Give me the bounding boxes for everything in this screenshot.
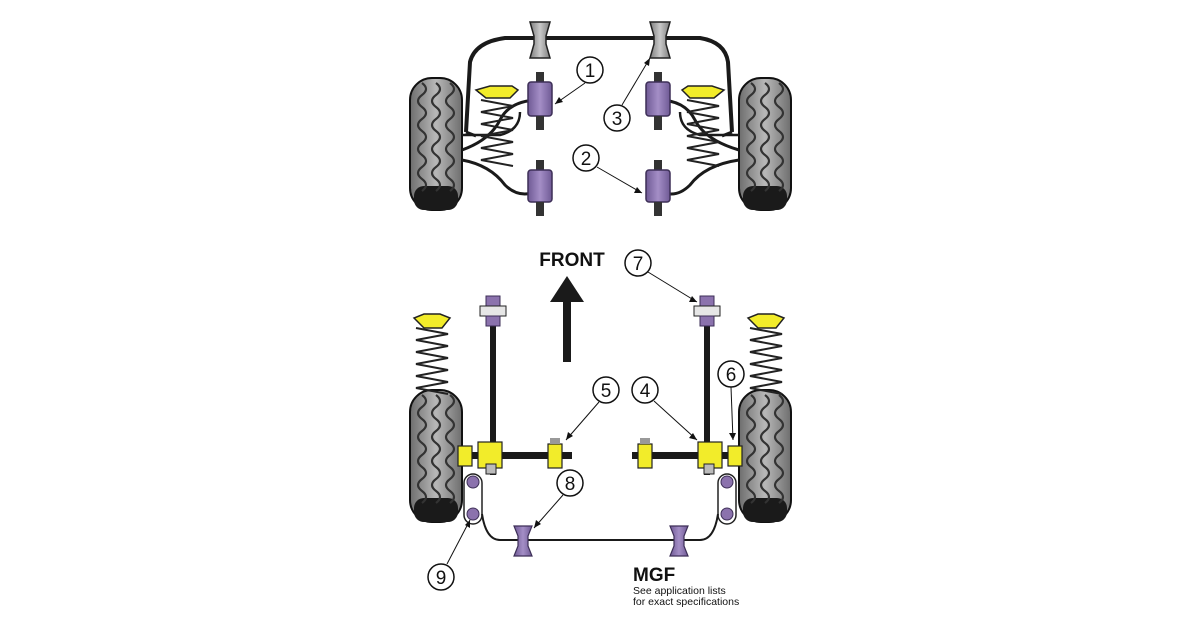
arm-bush-right-inner xyxy=(697,441,723,475)
callout-6: 6 xyxy=(717,360,745,441)
tyre-bottom-left xyxy=(409,389,463,523)
spring-bottom-left xyxy=(412,313,452,395)
callout-3: 3 xyxy=(603,57,651,132)
tyre-bottom-right xyxy=(738,389,792,523)
link-arm-top-left xyxy=(462,111,522,137)
callout-5: 5 xyxy=(565,376,620,441)
arm-bush-left-front xyxy=(547,438,563,469)
svg-text:7: 7 xyxy=(633,254,644,275)
svg-text:1: 1 xyxy=(585,61,596,82)
bush-top-left-lower xyxy=(527,160,553,216)
svg-text:5: 5 xyxy=(601,381,612,402)
bush-top-right-upper xyxy=(645,72,671,130)
model-note-line-2: for exact specifications xyxy=(633,596,740,608)
tie-bar-right xyxy=(704,325,710,475)
front-arrow-icon xyxy=(550,276,584,362)
svg-text:3: 3 xyxy=(612,109,623,130)
arm-bush-left-inner xyxy=(477,441,503,475)
lower-arm-right xyxy=(632,452,740,459)
svg-text:4: 4 xyxy=(640,381,651,402)
tie-bar-left xyxy=(490,325,496,475)
arb-bush-top-right xyxy=(649,21,671,59)
callout-8: 8 xyxy=(533,469,584,529)
arb-bush-bottom-right xyxy=(669,525,689,557)
tie-bar-bush-left xyxy=(479,295,507,327)
svg-text:6: 6 xyxy=(726,365,737,386)
callout-4: 4 xyxy=(631,376,698,441)
arb-bush-bottom-left xyxy=(513,525,533,557)
front-label: FRONT xyxy=(539,250,605,271)
model-note: See application lists for exact specific… xyxy=(633,586,803,608)
tyre-top-left xyxy=(409,77,463,211)
callout-2: 2 xyxy=(572,144,643,194)
bush-top-right-lower xyxy=(645,160,671,216)
callout-7: 7 xyxy=(624,249,698,303)
callout-1: 1 xyxy=(554,56,604,105)
svg-text:2: 2 xyxy=(581,149,592,170)
spring-top-right xyxy=(680,85,726,167)
model-title: MGF xyxy=(633,565,676,586)
anti-roll-bar-bottom xyxy=(481,513,719,541)
svg-text:9: 9 xyxy=(436,568,447,589)
tie-bar-bush-right xyxy=(693,295,721,327)
arm-bush-right-outer xyxy=(727,445,743,467)
svg-text:8: 8 xyxy=(565,474,576,495)
tyre-top-right xyxy=(738,77,792,211)
drop-link-bottom-left xyxy=(463,473,483,525)
lower-arm-left xyxy=(462,452,572,459)
callout-9: 9 xyxy=(427,519,471,591)
anti-roll-bar-top xyxy=(464,36,734,133)
spring-bottom-right xyxy=(746,313,786,395)
arm-bush-right-front xyxy=(637,438,653,469)
arm-bush-left-outer xyxy=(457,445,473,467)
spring-top-left xyxy=(474,85,520,167)
arb-bush-top-left xyxy=(529,21,551,59)
drop-link-bottom-right xyxy=(717,473,737,525)
link-arm-top-right xyxy=(678,111,739,137)
bush-top-left-upper xyxy=(527,72,553,130)
model-note-line-1: See application lists xyxy=(633,585,726,597)
